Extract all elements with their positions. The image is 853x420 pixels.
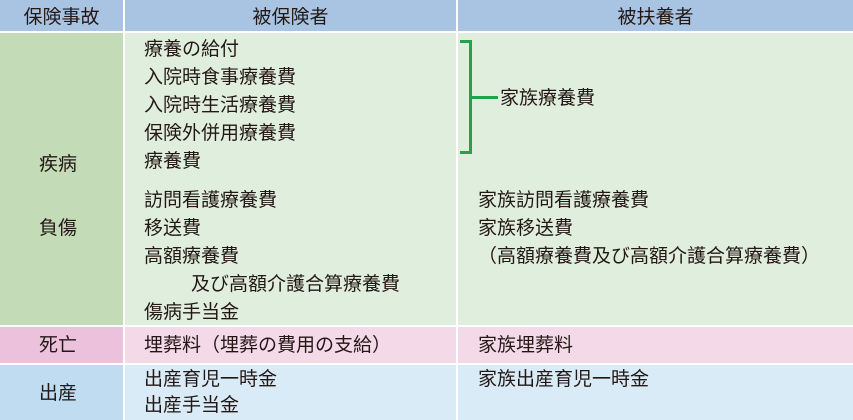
list-item: 保険外併用療養費 (144, 122, 297, 144)
header-dependent: 被扶養者 (458, 0, 853, 31)
birth-insured-list: 出産育児一時金 出産手当金 (144, 366, 277, 418)
illness-dependent-cell: 家族療養費 家族訪問看護療養費 家族移送費 （高額療養費及び高額介護合算療養費） (458, 33, 853, 325)
illness-insured-group1: 療養の給付 入院時食事療養費 入院時生活療養費 保険外併用療養費 療養費 (144, 35, 296, 175)
death-dependent-text: 家族埋葬料 (478, 334, 574, 356)
list-item: 家族移送費 (478, 217, 574, 239)
illness-dependent-group2: 家族訪問看護療養費 家族移送費 （高額療養費及び高額介護合算療養費） (478, 186, 820, 270)
bracket-vertical (460, 40, 472, 154)
list-item: 入院時生活療養費 (144, 94, 297, 116)
death-dependent-cell: 家族埋葬料 (458, 327, 853, 363)
illness-label-line1: 疾病 (39, 153, 78, 175)
birth-dependent-cell: 家族出産育児一時金 (458, 365, 853, 420)
header-insured: 被保険者 (125, 0, 456, 31)
header-insured-label: 被保険者 (252, 6, 329, 28)
birth-label-cell: 出産 (0, 365, 123, 420)
birth-insured-cell: 出産育児一時金 出産手当金 (125, 365, 456, 420)
death-insured-text: 埋葬料（埋葬の費用の支給） (144, 334, 392, 356)
death-insured-cell: 埋葬料（埋葬の費用の支給） (125, 327, 456, 363)
list-item: （高額療養費及び高額介護合算療養費） (478, 245, 821, 267)
illness-label-cell: 疾病 負傷 (0, 33, 123, 325)
illness-label-line2: 負傷 (39, 217, 78, 239)
list-item: 傷病手当金 (144, 301, 240, 323)
list-item: 療養費 (144, 150, 202, 172)
list-item: 療養の給付 (144, 38, 240, 60)
header-accident-label: 保険事故 (23, 6, 100, 28)
header-dependent-label: 被扶養者 (617, 6, 694, 28)
bracket-stem (472, 96, 498, 99)
list-item: 移送費 (144, 217, 202, 239)
illness-insured-cell: 療養の給付 入院時食事療養費 入院時生活療養費 保険外併用療養費 療養費 訪問看… (125, 33, 456, 325)
death-label: 死亡 (39, 334, 78, 356)
birth-label: 出産 (39, 382, 78, 404)
list-item: 出産育児一時金 (144, 368, 278, 390)
header-accident: 保険事故 (0, 0, 123, 31)
list-item: 家族訪問看護療養費 (478, 189, 650, 211)
family-medical-label: 家族療養費 (500, 87, 596, 109)
list-item: 入院時食事療養費 (144, 66, 297, 88)
list-item: 及び高額介護合算療養費 (191, 273, 401, 295)
list-item: 訪問看護療養費 (144, 189, 278, 211)
death-label-cell: 死亡 (0, 327, 123, 363)
birth-dependent-text: 家族出産育児一時金 (478, 368, 650, 390)
illness-insured-group2: 訪問看護療養費 移送費 高額療養費 及び高額介護合算療養費 傷病手当金 (144, 186, 400, 326)
list-item: 高額療養費 (144, 245, 240, 267)
list-item: 出産手当金 (144, 394, 240, 416)
